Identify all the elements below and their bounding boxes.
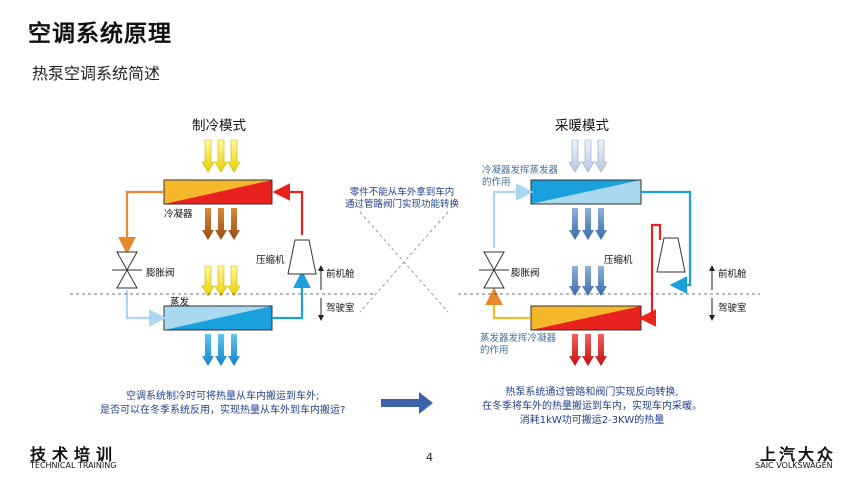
condenser-label: 冷凝器 — [164, 209, 193, 220]
heating-mode-title: 采暖模式 — [555, 118, 609, 134]
evaporator-cooling — [163, 305, 273, 331]
evaporator-label: 蒸发 — [170, 297, 190, 308]
cooling-description: 空调系统制冷时可将热量从车内搬运到车外; 是否可以在冬季系统反用，实现热量从车外… — [100, 390, 345, 418]
cooling-mode-title: 制冷模式 — [192, 118, 246, 134]
hot-air-arrows-out — [569, 334, 607, 366]
evaporator-note: 蒸发器发挥冷凝器 的作用 — [480, 333, 556, 357]
evaporator-note-line2: 的作用 — [480, 345, 509, 356]
front-cabin-label-heating: 前机舱 — [718, 269, 747, 280]
compressor-label: 压缩机 — [256, 255, 285, 266]
condenser-cooling — [163, 179, 273, 205]
condenser-note: 冷凝器发挥蒸发器 的作用 — [482, 165, 558, 189]
brand-logo-en: SAIC VOLKSWAGEN — [755, 461, 833, 470]
condenser-note-line2: 的作用 — [482, 177, 511, 188]
heating-diagram — [458, 139, 760, 366]
heating-description-line3: 消耗1kW功可搬运2-3KW的热量 — [519, 415, 665, 426]
cabin-air-arrows-in-heating — [569, 266, 607, 296]
pipe-outer-hx-to-compressor — [641, 190, 692, 294]
cold-exhaust-arrows — [569, 208, 607, 240]
ambient-air-arrows-top — [201, 139, 241, 173]
pipe-evaporator-to-compressor — [272, 270, 311, 320]
transition-arrow-icon — [381, 392, 433, 414]
brand-logo-cn: 上汽大众 — [760, 445, 837, 464]
compressor-label-heating: 压缩机 — [604, 255, 633, 266]
inner-heat-exchanger-heating — [530, 305, 642, 331]
cooling-description-line1: 空调系统制冷时可将热量从车内搬运到车外; — [125, 391, 320, 402]
pipe-valve-to-outer-hx — [492, 183, 534, 248]
ambient-air-arrows-top-heating — [568, 139, 608, 173]
footer-training-title: 技术培训 — [30, 445, 119, 464]
center-cross — [359, 211, 449, 313]
evaporator-note-line1: 蒸发器发挥冷凝器 — [480, 333, 557, 344]
expansion-valve-label: 膨胀阀 — [146, 268, 175, 279]
expansion-valve-icon — [112, 251, 142, 289]
page-number: 4 — [426, 451, 433, 464]
front-cabin-label: 前机舱 — [326, 269, 355, 280]
cockpit-label-heating: 驾驶室 — [718, 303, 747, 314]
center-note-line2: 通过管路阀门实现功能转换 — [345, 199, 460, 210]
cold-air-arrows-out — [202, 334, 240, 366]
pipe-compressor-to-condenser — [272, 183, 304, 235]
center-note-line1: 零件不能从车外拿到车内 — [349, 187, 455, 198]
center-note: 零件不能从车外拿到车内 通过管路阀门实现功能转换 — [345, 187, 459, 211]
expansion-valve-icon-heating — [479, 251, 509, 289]
pipe-valve-to-evaporator — [125, 290, 167, 327]
heating-description-line2: 在冬季将车外的热量搬运到车内，实现车内采暖。 — [482, 401, 702, 412]
page-subtitle: 热泵空调系统简述 — [32, 64, 161, 83]
pipe-inner-hx-to-valve — [485, 287, 531, 320]
heating-description-line1: 热泵系统通过管路和阀门实现反向转换, — [505, 387, 679, 398]
expansion-valve-label-heating: 膨胀阀 — [511, 268, 540, 279]
pipe-compressor-to-inner-hx — [638, 223, 662, 327]
heating-description: 热泵系统通过管路和阀门实现反向转换, 在冬季将车外的热量搬运到车内，实现车内采暖… — [482, 386, 702, 428]
condenser-note-line1: 冷凝器发挥蒸发器 — [482, 165, 559, 176]
page-title: 空调系统原理 — [28, 21, 172, 47]
cooling-description-line2: 是否可以在冬季系统反用，实现热量从车外到车内搬运? — [100, 405, 346, 416]
compressor-icon — [287, 239, 317, 275]
cooling-diagram — [70, 139, 375, 366]
footer-training-subtitle: TECHNICAL TRAINING — [30, 461, 117, 470]
cabin-air-arrows-in — [201, 265, 241, 297]
pipe-condenser-to-valve — [118, 190, 164, 255]
compressor-icon-heating — [656, 237, 686, 273]
warm-air-arrows-out — [202, 208, 240, 240]
cockpit-label: 驾驶室 — [326, 303, 355, 314]
